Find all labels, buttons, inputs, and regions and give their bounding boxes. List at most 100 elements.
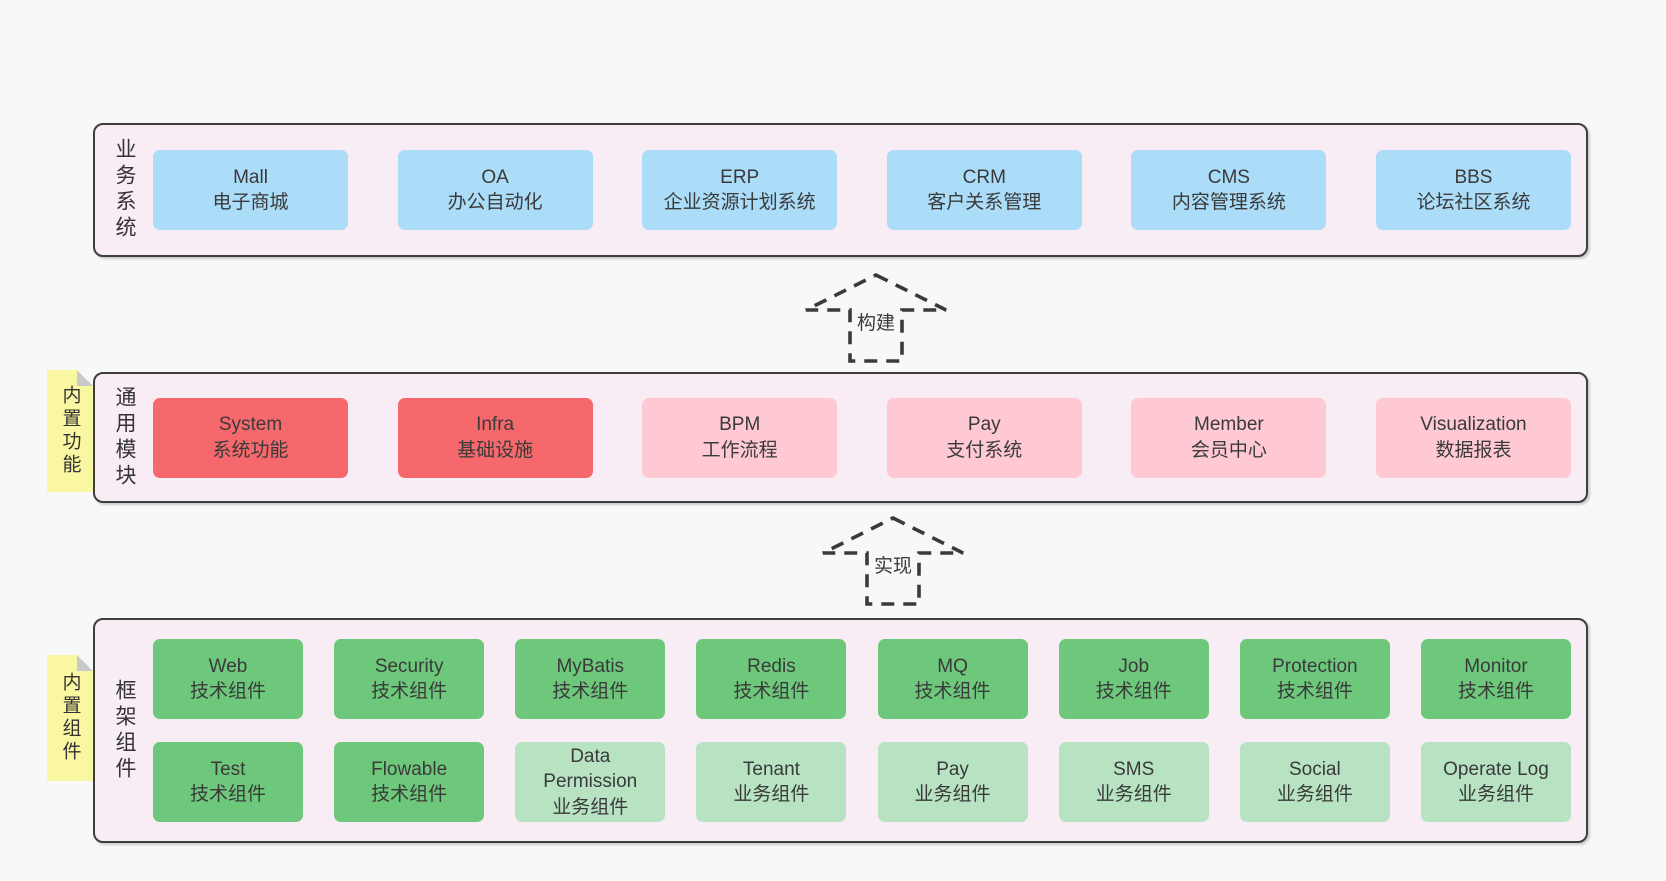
box-name: SMS (1113, 758, 1155, 780)
box-job: Job 技术组件 (1058, 639, 1209, 719)
box-mybatis: MyBatis 技术组件 (515, 639, 666, 719)
box-name: Web (208, 655, 248, 677)
box-bbs: BBS 论坛社区系统 (1375, 150, 1571, 230)
box-subtitle: 业务组件 (1276, 784, 1353, 805)
box-name: Visualization (1420, 414, 1527, 436)
box-sms: SMS 业务组件 (1058, 742, 1209, 822)
box-test: Test 技术组件 (153, 742, 303, 822)
box-pay: Pay 支付系统 (886, 397, 1082, 478)
components-box-row-2: Test 技术组件 Flowable 技术组件 Data Permission … (153, 742, 1571, 822)
box-name: Social (1288, 758, 1341, 780)
box-subtitle: 电子商城 (212, 192, 289, 213)
box-subtitle: 技术组件 (552, 681, 629, 702)
sticky-note-builtin-components: 内置组件 (47, 655, 93, 781)
layer-framework-components: 框架组件 Web 技术组件 Security 技术组件 MyBatis 技术组件… (93, 618, 1588, 843)
modules-box-row: System 系统功能 Infra 基础设施 BPM 工作流程 Pay 支付系统… (153, 397, 1571, 478)
box-data-permission: Data Permission 业务组件 (515, 742, 666, 822)
box-subtitle: 技术组件 (371, 784, 448, 805)
box-protection: Protection 技术组件 (1239, 639, 1390, 719)
box-name: System (218, 414, 283, 436)
box-name: CMS (1207, 166, 1250, 188)
box-mall: Mall 电子商城 (153, 150, 348, 230)
box-subtitle: 基础设施 (457, 439, 534, 461)
box-security: Security 技术组件 (334, 639, 485, 719)
layer-components-body: Web 技术组件 Security 技术组件 MyBatis 技术组件 Redi… (153, 620, 1586, 841)
folded-corner-icon (77, 655, 93, 671)
box-subtitle: 论坛社区系统 (1416, 192, 1531, 213)
box-subtitle: 业务组件 (733, 784, 810, 805)
layer-modules-body: System 系统功能 Infra 基础设施 BPM 工作流程 Pay 支付系统… (153, 374, 1586, 501)
box-name: MyBatis (556, 655, 625, 677)
box-oa: OA 办公自动化 (397, 150, 593, 230)
box-subtitle: 系统功能 (212, 439, 289, 461)
box-name: CRM (962, 166, 1006, 188)
box-name: Operate Log (1443, 758, 1549, 780)
box-subtitle: 支付系统 (946, 439, 1023, 461)
box-subtitle: 数据报表 (1435, 439, 1512, 461)
box-subtitle: 业务组件 (552, 796, 629, 818)
box-flowable: Flowable 技术组件 (334, 742, 485, 822)
sticky-note-builtin-features: 内置功能 (47, 370, 93, 492)
layer-label-common-modules: 通用模块 (113, 385, 136, 490)
box-name: Monitor (1464, 655, 1528, 677)
box-subtitle: 业务组件 (1095, 784, 1172, 805)
box-social: Social 业务组件 (1239, 742, 1390, 822)
box-mq: MQ 技术组件 (877, 639, 1028, 719)
box-subtitle: 技术组件 (914, 681, 991, 702)
box-name: Mall (233, 166, 268, 188)
box-subtitle: 企业资源计划系统 (663, 192, 816, 213)
arrow-implement-label: 实现 (870, 550, 916, 579)
box-name: ERP (720, 166, 760, 188)
box-subtitle: 技术组件 (1095, 681, 1172, 702)
box-subtitle: 技术组件 (189, 681, 266, 702)
box-cms: CMS 内容管理系统 (1131, 150, 1327, 230)
box-name: Flowable (371, 758, 448, 780)
box-name: BPM (719, 414, 761, 436)
box-subtitle: 工作流程 (701, 439, 778, 461)
box-subtitle: 内容管理系统 (1171, 192, 1286, 213)
box-crm: CRM 客户关系管理 (886, 150, 1082, 230)
box-subtitle: 业务组件 (1457, 784, 1534, 805)
business-box-row: Mall 电子商城 OA 办公自动化 ERP 企业资源计划系统 CRM 客户关系… (153, 150, 1571, 230)
note-text: 内置功能 (59, 385, 81, 477)
box-monitor: Monitor 技术组件 (1420, 639, 1571, 719)
box-name: MQ (937, 655, 968, 677)
box-operate-log: Operate Log 业务组件 (1420, 742, 1571, 822)
box-member: Member 会员中心 (1131, 397, 1327, 478)
folded-corner-icon (77, 370, 93, 386)
box-tenant: Tenant 业务组件 (696, 742, 847, 822)
box-name: Security (374, 655, 444, 677)
box-visualization: Visualization 数据报表 (1375, 397, 1571, 478)
box-bpm: BPM 工作流程 (642, 397, 838, 478)
layer-label-business-systems: 业务系统 (113, 138, 136, 242)
layer-label-framework-components: 框架组件 (113, 678, 136, 783)
box-name: OA (481, 166, 509, 188)
box-subtitle: 办公自动化 (447, 192, 543, 213)
box-name: Data Permission (543, 746, 638, 793)
layer-common-modules: 通用模块 System 系统功能 Infra 基础设施 BPM 工作流程 Pay… (93, 372, 1588, 503)
up-block-arrow-icon (805, 272, 947, 363)
arrow-build-label: 构建 (853, 307, 899, 336)
box-erp: ERP 企业资源计划系统 (642, 150, 838, 230)
box-name: Infra (476, 414, 515, 436)
box-subtitle: 业务组件 (914, 784, 991, 805)
box-name: Redis (747, 655, 796, 677)
box-name: Pay (936, 758, 969, 780)
box-name: Tenant (742, 758, 800, 780)
box-subtitle: 技术组件 (733, 681, 810, 702)
box-pay-business: Pay 业务组件 (877, 742, 1028, 822)
box-system: System 系统功能 (153, 397, 348, 478)
layer-business-body: Mall 电子商城 OA 办公自动化 ERP 企业资源计划系统 CRM 客户关系… (153, 125, 1586, 255)
up-block-arrow-icon (822, 515, 964, 606)
box-name: Job (1118, 655, 1150, 677)
box-name: Test (210, 758, 246, 780)
box-subtitle: 客户关系管理 (927, 192, 1042, 213)
arrow-build: 构建 (803, 270, 949, 365)
box-name: Member (1194, 414, 1264, 436)
box-name: Protection (1272, 655, 1358, 677)
box-subtitle: 技术组件 (1276, 681, 1353, 702)
box-name: BBS (1454, 166, 1493, 188)
box-subtitle: 技术组件 (189, 784, 266, 805)
components-box-row-1: Web 技术组件 Security 技术组件 MyBatis 技术组件 Redi… (153, 639, 1571, 719)
note-text: 内置组件 (59, 672, 81, 764)
